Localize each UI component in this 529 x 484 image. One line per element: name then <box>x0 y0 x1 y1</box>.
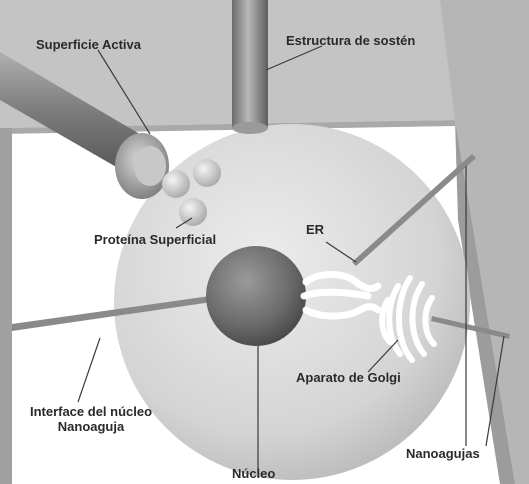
label-nucleus-interface-line2: Nanoaguja <box>20 419 162 434</box>
support-rod-shaft <box>232 0 268 128</box>
label-surface-protein: Proteína Superficial <box>94 232 216 247</box>
label-nanoneedles: Nanoagujas <box>406 446 480 461</box>
left-support-post <box>0 128 12 484</box>
nucleus <box>206 246 306 346</box>
label-er: ER <box>306 222 324 237</box>
label-nucleus-interface: Interface del núcleo Nanoaguja <box>20 404 162 434</box>
label-surface-active: Superficie Activa <box>36 37 141 52</box>
leader-nucleus-interface <box>78 338 100 402</box>
surface-protein <box>179 198 207 226</box>
surface-protein <box>193 159 221 187</box>
support-rod-tip <box>232 122 268 134</box>
label-support-structure: Estructura de sostén <box>286 33 415 48</box>
label-golgi: Aparato de Golgi <box>296 370 401 385</box>
label-nucleus-interface-line1: Interface del núcleo <box>20 404 162 419</box>
support-rod <box>232 0 268 134</box>
surface-protein <box>162 170 190 198</box>
arm-collar-face <box>134 146 166 186</box>
label-nucleus: Núcleo <box>232 466 275 481</box>
